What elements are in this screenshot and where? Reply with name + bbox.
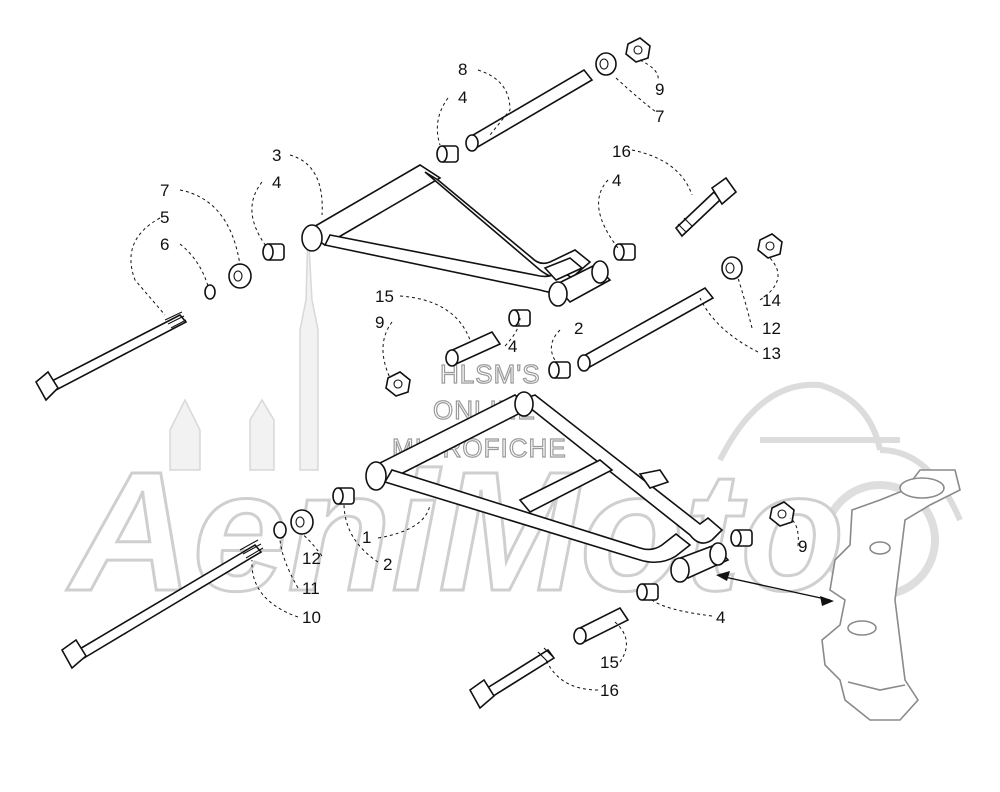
callout-6: 6: [160, 235, 169, 254]
bushing-4-f: [636, 583, 659, 601]
nut-9-middle: [385, 371, 411, 397]
watermark: AeniMoto HLSM'S ONLINE MICROFICHE: [65, 229, 963, 629]
sleeve-15-lower: [573, 606, 630, 645]
callout-9: 9: [655, 80, 664, 99]
callout-10: 10: [302, 608, 321, 627]
callout-14: 14: [762, 291, 781, 310]
callout-16: 16: [600, 681, 619, 700]
leader-lines: [130, 59, 799, 691]
upper-a-arm: [301, 164, 612, 307]
callout-3: 3: [272, 146, 281, 165]
assembly-arrow: [716, 571, 834, 606]
spacer-7-left: [228, 263, 252, 289]
callouts: 8 4 9 7 3 4 16 4 7 5 6 15 9 2 4 14 12 13…: [160, 60, 807, 700]
bolt-10: [60, 539, 264, 670]
bolt-5: [34, 311, 188, 402]
bushing-4-b: [262, 243, 285, 261]
watermark-spire-icon: [169, 229, 319, 471]
bushing-4-e: [730, 529, 753, 547]
callout-15: 15: [375, 287, 394, 306]
callout-5: 5: [160, 208, 169, 227]
shaft-13: [577, 286, 715, 372]
bushing-2-a: [548, 361, 571, 379]
nut-9-upper: [625, 37, 651, 63]
washer-11: [273, 521, 287, 539]
callout-13: 13: [762, 344, 781, 363]
bushing-4-a: [436, 145, 459, 163]
spacer-12-right: [721, 256, 743, 280]
watermark-line-1: HLSM'S: [440, 359, 541, 389]
lower-a-arm: [365, 391, 730, 583]
callout-16: 16: [612, 142, 631, 161]
callout-4: 4: [716, 608, 725, 627]
callout-12: 12: [302, 549, 321, 568]
spacer-7-upper: [595, 52, 617, 76]
bushing-2-b: [332, 487, 355, 505]
callout-2: 2: [574, 319, 583, 338]
callout-9: 9: [375, 313, 384, 332]
callout-12: 12: [762, 319, 781, 338]
callout-4: 4: [272, 173, 281, 192]
callout-15: 15: [600, 653, 619, 672]
callout-4: 4: [508, 337, 517, 356]
callout-11: 11: [302, 579, 320, 598]
watermark-motorcycle-icon: [717, 381, 963, 522]
callout-7: 7: [655, 107, 664, 126]
bolt-16-lower: [468, 647, 556, 710]
bushing-4-c: [613, 243, 636, 261]
callout-4: 4: [458, 88, 467, 107]
sleeve-15-upper: [445, 330, 502, 367]
nut-9-lower: [769, 501, 795, 527]
callout-7: 7: [160, 181, 169, 200]
steering-knuckle: [821, 469, 961, 721]
nut-14: [757, 233, 783, 259]
spacer-12-lower: [290, 509, 314, 535]
bushing-4-d: [508, 309, 531, 327]
callout-9: 9: [798, 537, 807, 556]
callout-8: 8: [458, 60, 467, 79]
shaft-8: [465, 68, 594, 152]
callout-4: 4: [612, 171, 621, 190]
bolt-16-upper: [674, 176, 738, 238]
callout-2: 2: [383, 555, 392, 574]
callout-1: 1: [362, 528, 371, 547]
washer-6: [204, 284, 216, 300]
